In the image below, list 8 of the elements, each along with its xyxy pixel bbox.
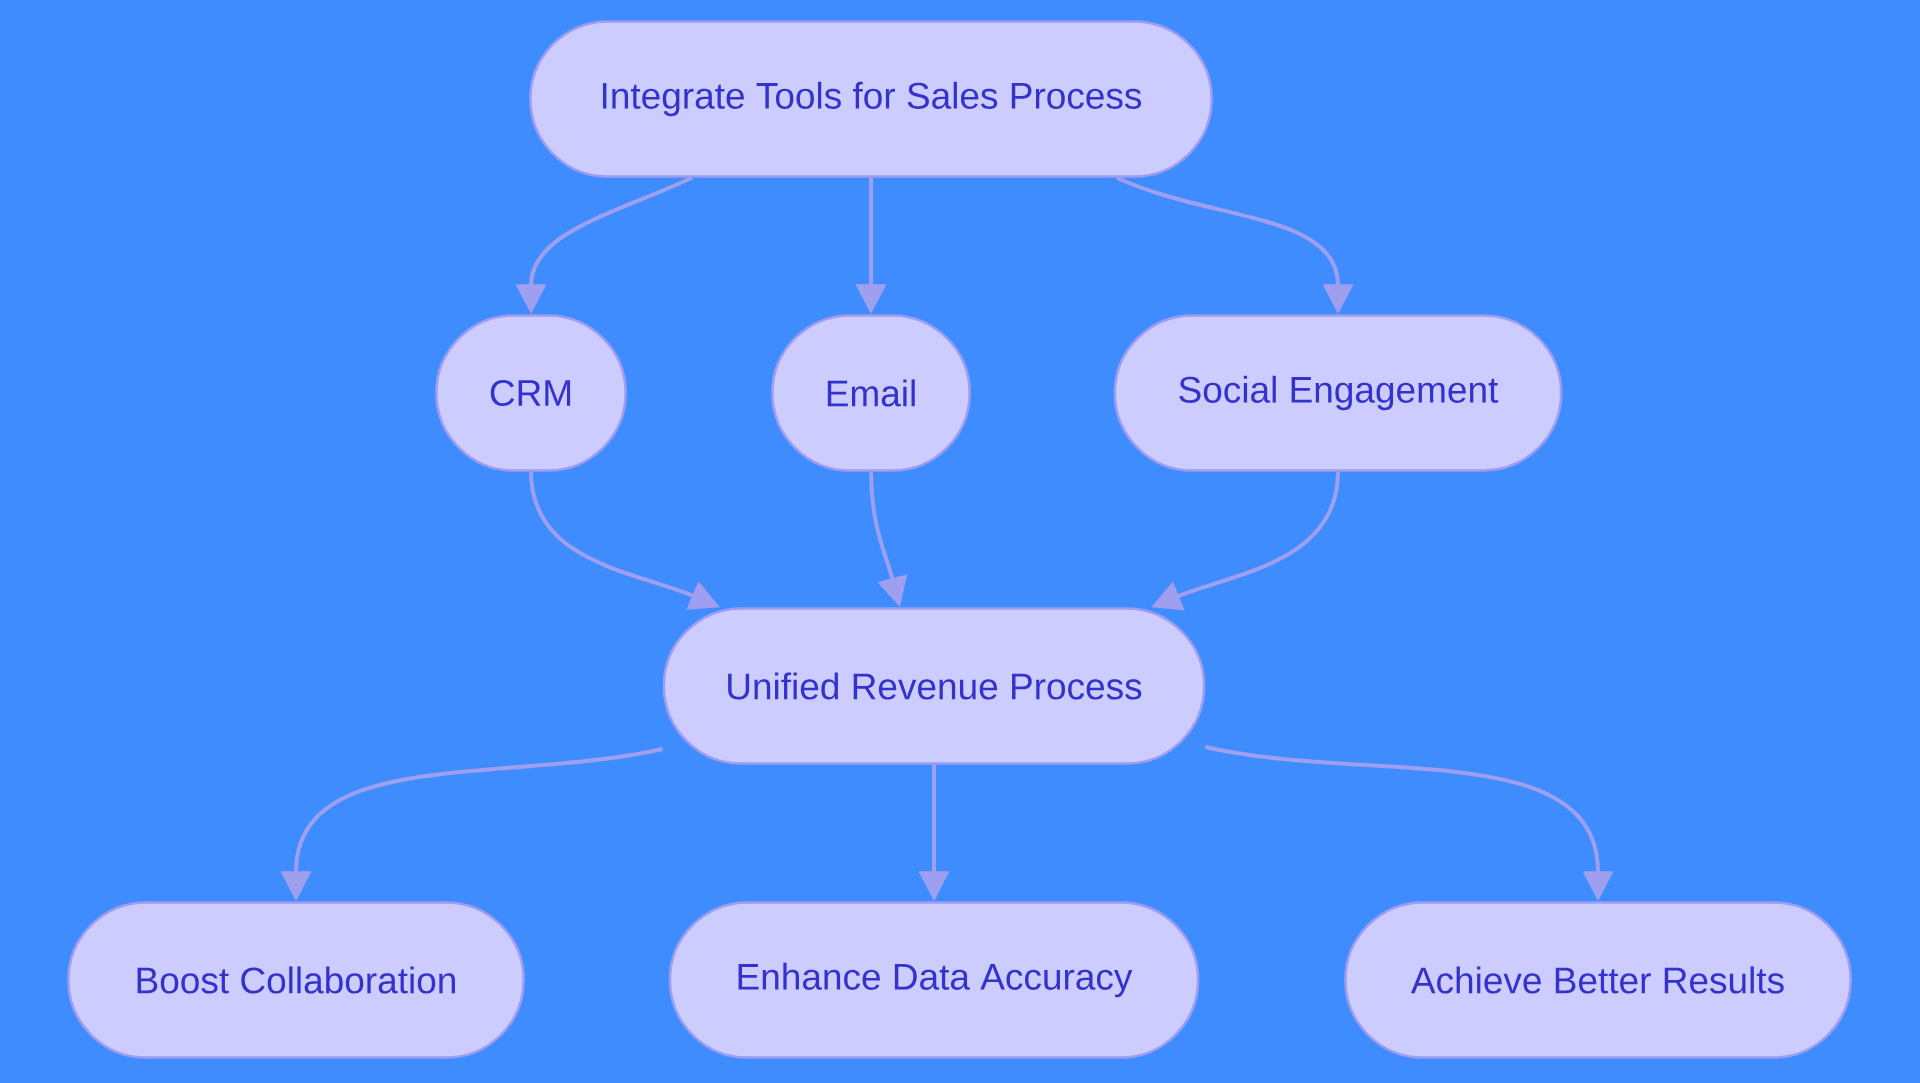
rounded-box: Enhance Data Accuracy xyxy=(668,901,1200,1059)
rounded-box: CRM xyxy=(435,314,627,472)
rounded-box: Achieve Better Results xyxy=(1344,901,1852,1059)
rounded-box: Integrate Tools for Sales Process xyxy=(529,20,1213,178)
rounded-box: Email xyxy=(771,314,971,472)
rounded-box: Social Engagement xyxy=(1113,314,1563,472)
rounded-box: Unified Revenue Process xyxy=(662,607,1206,765)
rounded-box: Boost Collaboration xyxy=(67,901,525,1059)
